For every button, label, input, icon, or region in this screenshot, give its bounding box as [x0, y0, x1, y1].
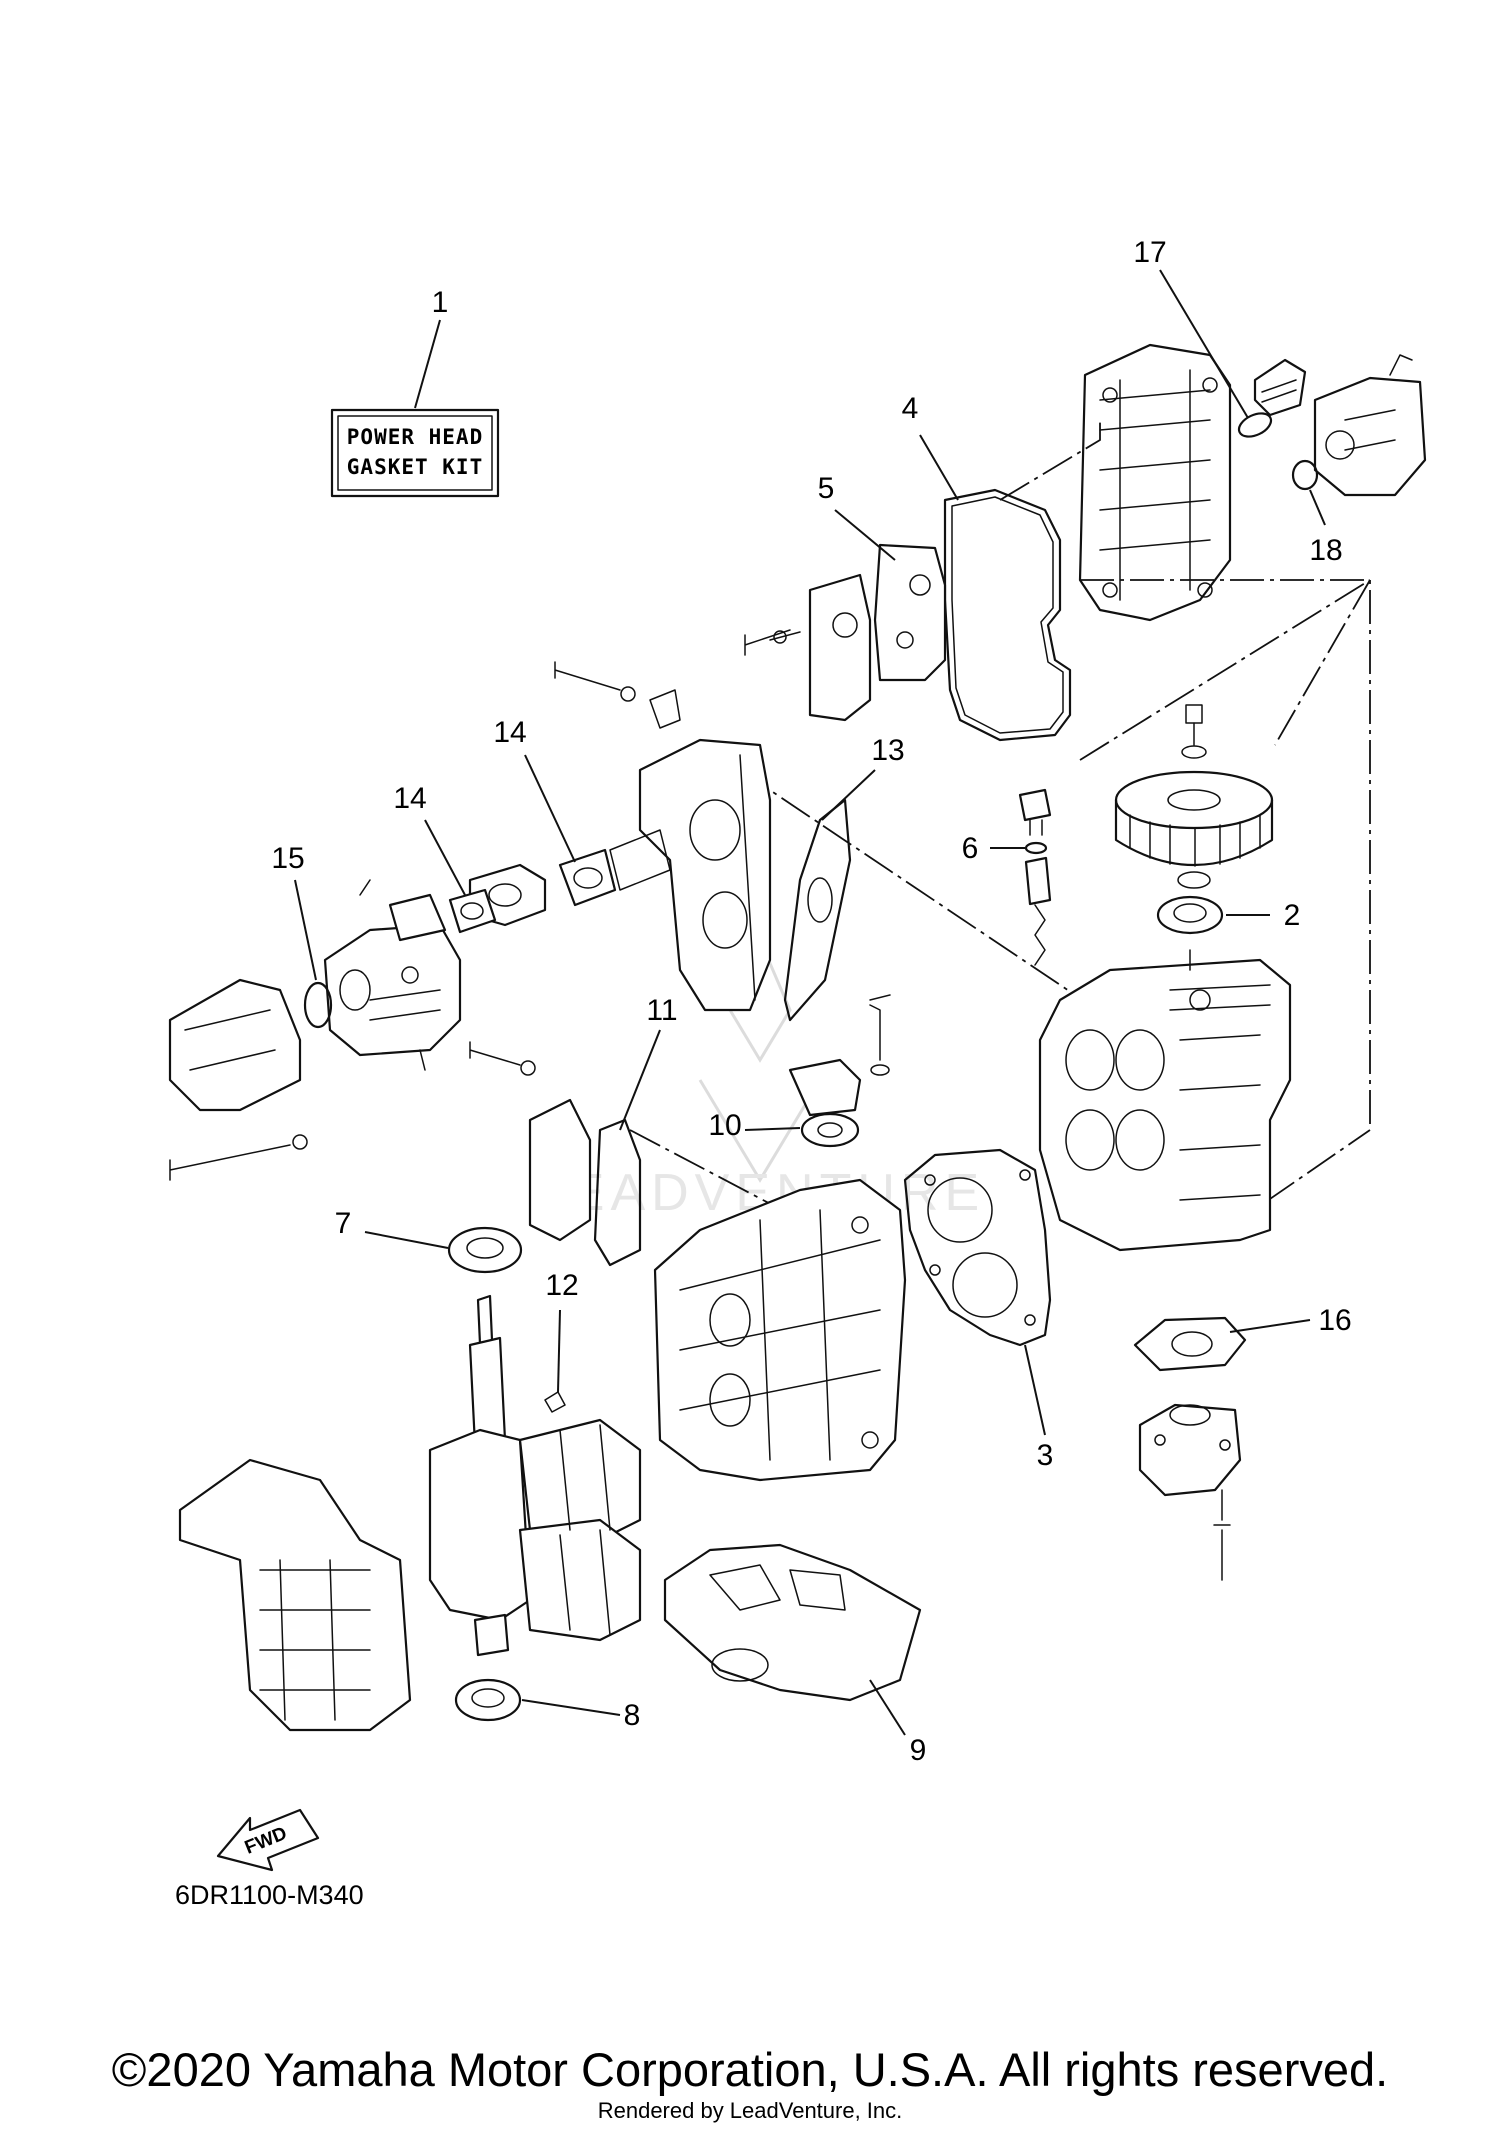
callout-3: 3	[1037, 1439, 1054, 1472]
water-pump-housing	[1138, 1403, 1242, 1581]
joint-fitting	[788, 1058, 862, 1117]
callout-11: 11	[646, 994, 677, 1027]
exhaust-gasket-9	[663, 1543, 922, 1702]
leader-lines	[294, 269, 1326, 1736]
rendered-by-credit: Rendered by LeadVenture, Inc.	[597, 2098, 903, 2123]
side-cover	[528, 1098, 592, 1242]
o-ring-15	[303, 981, 333, 1029]
diagram-code: 6DR1100-M340	[175, 1880, 364, 1910]
crankcase	[653, 1178, 907, 1482]
kit-label-box: POWER HEAD GASKET KIT	[330, 408, 500, 498]
kit-label-line2: GASKET KIT	[347, 455, 483, 479]
callout-15: 15	[271, 842, 304, 875]
callout-5: 5	[818, 472, 835, 505]
intake-manifold	[609, 738, 772, 1012]
callout-17: 17	[1133, 236, 1166, 269]
callout-6: 6	[962, 832, 979, 865]
fwd-arrow: FWD	[216, 1808, 320, 1872]
callout-4: 4	[902, 392, 919, 425]
gasket-10	[800, 1112, 860, 1148]
intake-silencer	[168, 978, 308, 1181]
callout-10: 10	[708, 1109, 741, 1142]
callout-12: 12	[545, 1269, 578, 1302]
callout-2: 2	[1284, 899, 1301, 932]
manifold-gasket-13	[783, 798, 852, 1022]
anode-cover	[808, 573, 872, 722]
oil-seal-8	[454, 1678, 522, 1722]
gasket-14a	[448, 888, 497, 934]
oil-seal-7	[447, 1226, 523, 1274]
thermostat-cap	[1253, 358, 1307, 417]
callout-7: 7	[335, 1207, 352, 1240]
pressure-valve-6	[1018, 788, 1052, 966]
callout-numbers: 1 2 3 4 5 6 7 8 9 10 11 12 13 14 14 15 1…	[271, 236, 1351, 1767]
callout-9: 9	[910, 1734, 927, 1767]
callout-1: 1	[432, 286, 449, 319]
oil-seal-2	[1156, 895, 1224, 935]
cylinder-head-cover	[1078, 343, 1232, 622]
callout-18: 18	[1309, 534, 1342, 567]
lower-bracket	[178, 1458, 412, 1732]
callout-14-upper: 14	[493, 716, 526, 749]
plate-5	[873, 543, 947, 682]
crankshaft-assembly	[428, 1294, 642, 1657]
kit-label-line1: POWER HEAD	[347, 425, 483, 449]
cylinder-head	[1038, 949, 1292, 1252]
gasket-16	[1133, 1316, 1247, 1372]
copyright-notice: ©2020 Yamaha Motor Corporation, U.S.A. A…	[111, 2043, 1389, 2096]
o-ring-18	[1291, 459, 1319, 491]
callout-14-lower: 14	[393, 782, 426, 815]
fuel-pump	[1313, 354, 1427, 497]
flywheel-pulley	[1114, 704, 1274, 889]
o-ring-17	[1237, 412, 1273, 438]
callout-16: 16	[1318, 1304, 1351, 1337]
carburetor	[323, 879, 462, 1071]
gasket-14b	[558, 848, 617, 907]
callout-8: 8	[624, 1699, 641, 1732]
callout-13: 13	[871, 734, 904, 767]
head-cover-gasket	[943, 488, 1072, 742]
cylinder-head-gasket	[903, 1148, 1052, 1347]
